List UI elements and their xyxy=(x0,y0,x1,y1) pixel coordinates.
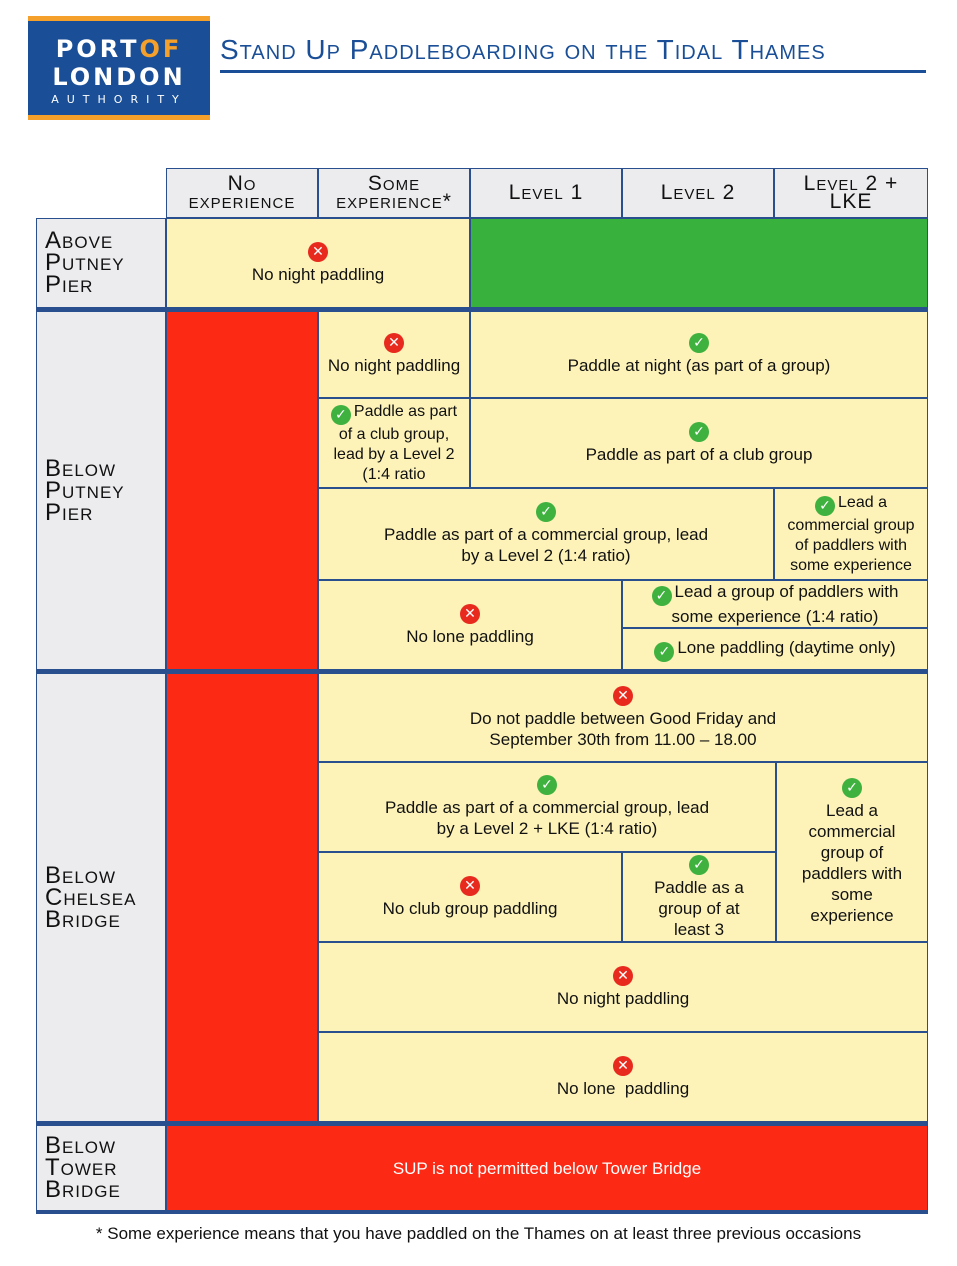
cell-text: Do not paddle between Good Friday and Se… xyxy=(469,708,777,749)
cell-text: Lone paddling (daytime only) xyxy=(677,637,896,657)
cell-bp-lead-group: ✓Lead a group of paddlers with some expe… xyxy=(622,580,928,628)
cell-text: SUP is not permitted below Tower Bridge xyxy=(392,1158,702,1178)
cell-bp-lead-commercial: ✓Lead a commercial group of paddlers wit… xyxy=(774,488,928,580)
cell-text: No club group paddling xyxy=(382,898,558,918)
cell-text: No night paddling xyxy=(327,356,461,375)
cell-bc-no-club: ✕ No club group paddling xyxy=(318,852,622,942)
cell-text: No night paddling xyxy=(556,988,690,1008)
cross-icon: ✕ xyxy=(613,685,633,706)
logo-london: LONDON xyxy=(52,63,186,91)
cell-above-putney-permitted xyxy=(470,218,928,308)
cell-text: Lead a commercial group of paddlers with… xyxy=(801,801,903,925)
col-header-level-2: Level 2 xyxy=(622,168,774,218)
cell-below-chelsea-no-experience xyxy=(166,670,318,1122)
cell-text: Lead a commercial group of paddlers with… xyxy=(787,493,915,574)
cell-bc-no-lone: ✕ No lone paddling xyxy=(318,1032,928,1122)
cross-icon: ✕ xyxy=(613,1055,633,1076)
logo-port: PORT xyxy=(55,35,140,63)
check-icon: ✓ xyxy=(689,421,709,442)
col-header-some-experience: Some experience* xyxy=(318,168,470,218)
cell-text: Paddle at night (as part of a group) xyxy=(567,356,831,375)
cell-bp-no-lone: ✕ No lone paddling xyxy=(318,580,622,670)
page-title: Stand Up Paddleboarding on the Tidal Tha… xyxy=(220,34,826,65)
cell-text: Paddle as part of a commercial group, le… xyxy=(384,798,710,838)
title-underline xyxy=(220,70,926,73)
footnote: * Some experience means that you have pa… xyxy=(95,1224,862,1243)
cell-above-putney-no-night: ✕ No night paddling xyxy=(166,218,470,308)
cell-text: Paddle as part of a commercial group, le… xyxy=(383,525,709,565)
cross-icon: ✕ xyxy=(384,333,404,353)
row-header-below-chelsea: Below Chelsea Bridge xyxy=(36,670,166,1122)
col-header-level-1: Level 1 xyxy=(470,168,622,218)
row-header-below-tower: Below Tower Bridge xyxy=(36,1122,166,1214)
check-icon: ✓ xyxy=(536,502,556,522)
cell-below-putney-no-experience xyxy=(166,308,318,670)
cross-icon: ✕ xyxy=(613,965,633,986)
cell-bc-good-friday: ✕ Do not paddle between Good Friday and … xyxy=(318,670,928,762)
check-icon: ✓ xyxy=(815,495,836,516)
cell-bc-lead-commercial: ✓ Lead a commercial group of paddlers wi… xyxy=(776,762,928,942)
cell-text: No night paddling xyxy=(251,264,385,284)
pla-logo: PORTOF LONDON AUTHORITY xyxy=(28,16,210,120)
cell-bp-no-night: ✕ No night paddling xyxy=(318,308,470,398)
cross-icon: ✕ xyxy=(460,603,480,624)
check-icon: ✓ xyxy=(651,586,672,606)
col-header-no-experience: No experience xyxy=(166,168,318,218)
row-header-above-putney: Above Putney Pier xyxy=(36,218,166,308)
check-icon: ✓ xyxy=(654,641,675,662)
check-icon: ✓ xyxy=(689,333,709,353)
cross-icon: ✕ xyxy=(308,241,328,262)
cell-bp-commercial: ✓ Paddle as part of a commercial group, … xyxy=(318,488,774,580)
cell-bc-group-of-3: ✓ Paddle as a group of at least 3 xyxy=(622,852,776,942)
logo-of: OF xyxy=(139,35,183,63)
cell-bc-no-night: ✕ No night paddling xyxy=(318,942,928,1032)
cell-text: Paddle as a group of at least 3 xyxy=(654,877,744,939)
cell-text: No lone paddling xyxy=(556,1078,690,1098)
cell-text: No lone paddling xyxy=(406,626,534,646)
cross-icon: ✕ xyxy=(460,875,480,896)
cell-bp-lone-daytime: ✓Lone paddling (daytime only) xyxy=(622,628,928,670)
cell-bp-club-group: ✓ Paddle as part of a club group xyxy=(470,398,928,488)
check-icon: ✓ xyxy=(689,854,709,875)
logo-authority: AUTHORITY xyxy=(51,93,187,106)
cell-text: Paddle as part of a club group xyxy=(585,444,813,464)
cell-bc-commercial: ✓ Paddle as part of a commercial group, … xyxy=(318,762,776,852)
row-header-below-putney: Below Putney Pier xyxy=(36,308,166,670)
col-header-level-2-lke: Level 2 + LKE xyxy=(774,168,928,218)
cell-bp-paddle-night-group: ✓ Paddle at night (as part of a group) xyxy=(470,308,928,398)
check-icon: ✓ xyxy=(537,775,557,795)
check-icon: ✓ xyxy=(330,404,351,425)
cell-text: Paddle as part of a club group, lead by … xyxy=(333,402,458,483)
check-icon: ✓ xyxy=(842,778,862,798)
cell-tower-not-permitted: SUP is not permitted below Tower Bridge xyxy=(166,1122,928,1214)
cell-text: Lead a group of paddlers with some exper… xyxy=(671,582,899,626)
cell-bp-club-some: ✓Paddle as part of a club group, lead by… xyxy=(318,398,470,488)
